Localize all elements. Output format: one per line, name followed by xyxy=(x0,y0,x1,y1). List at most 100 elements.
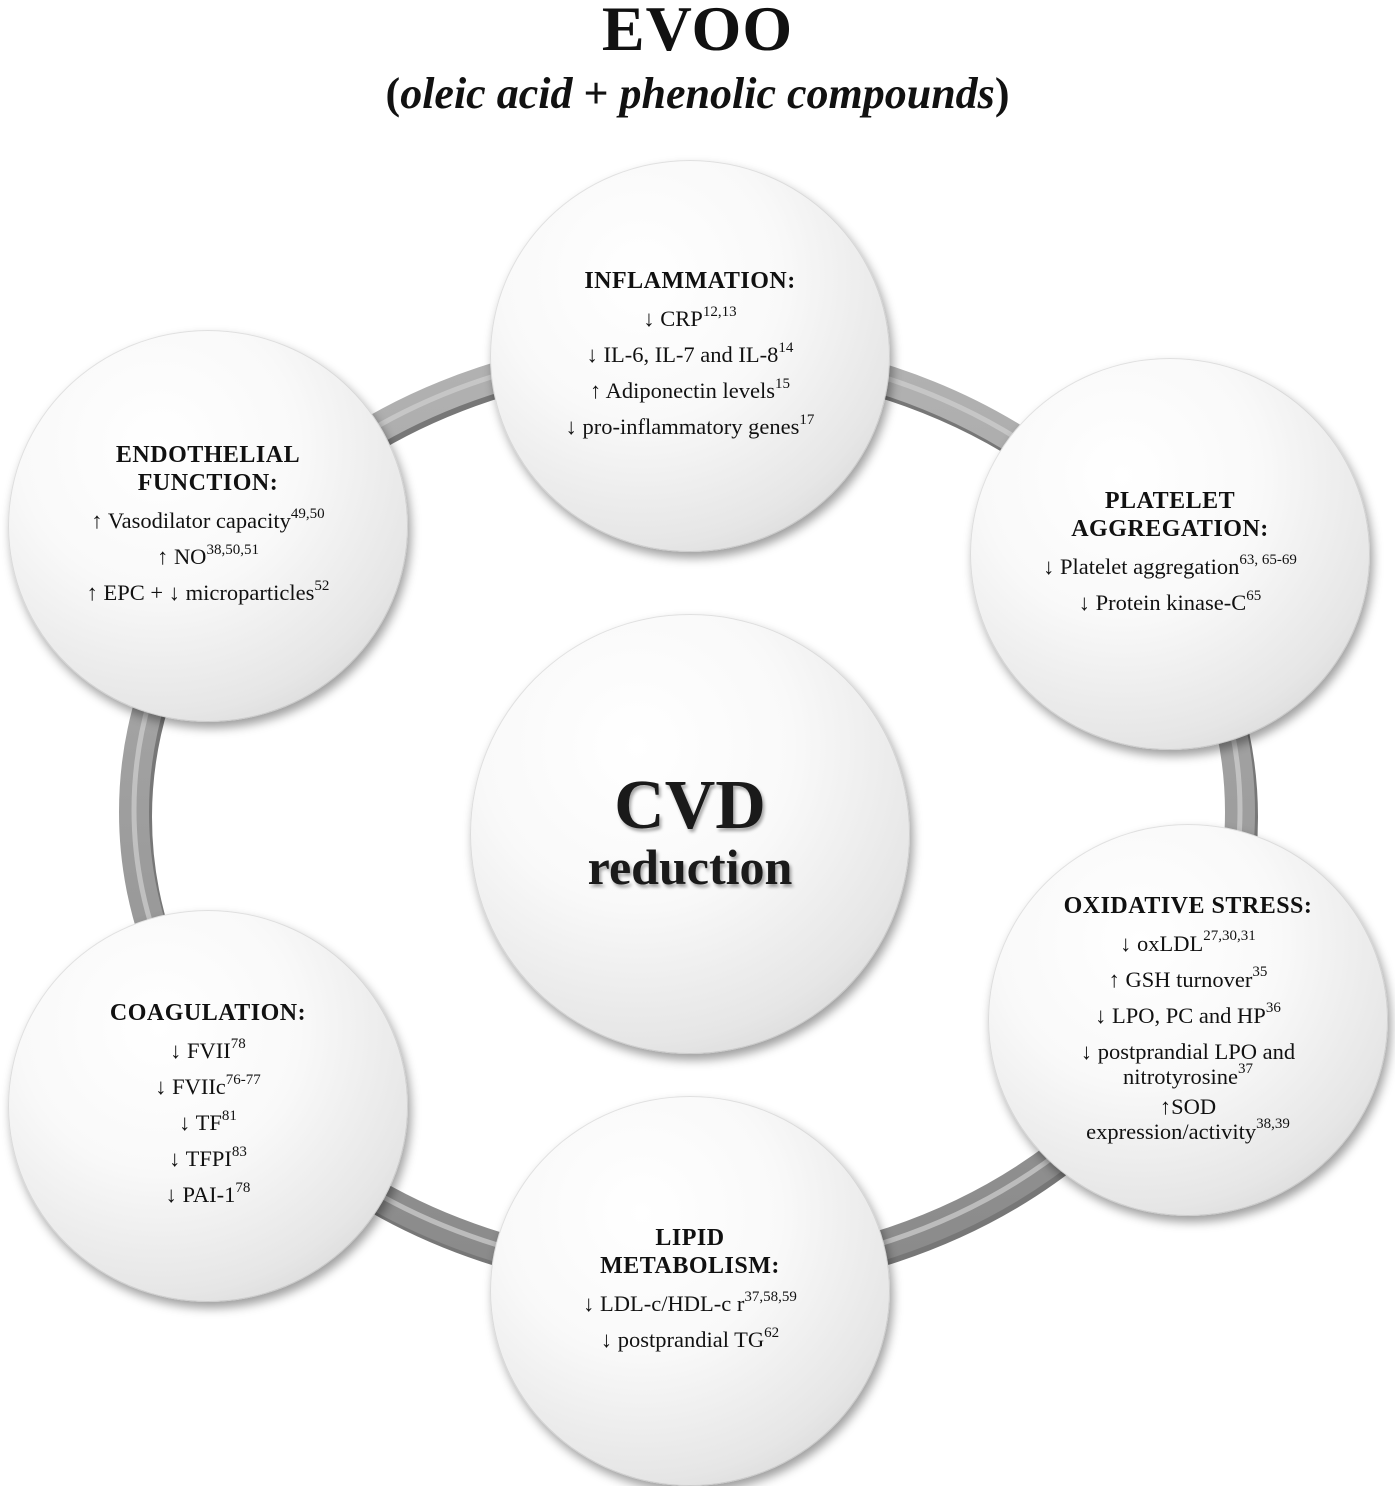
heading-line: COAGULATION: xyxy=(109,1000,307,1026)
heading-line: PLATELET xyxy=(1104,488,1236,514)
reference-superscript: 37,58,59 xyxy=(744,1288,797,1305)
item-text: ↓ LPO, PC and HP xyxy=(1095,1002,1266,1028)
list-item: ↓ IL-6, IL-7 and IL-814 xyxy=(566,337,815,373)
reference-superscript: 35 xyxy=(1252,964,1268,980)
list-item: ↓ TF81 xyxy=(110,1105,306,1141)
heading-line: OXIDATIVE STRESS: xyxy=(1063,892,1313,919)
subtitle-oleic-acid: oleic acid xyxy=(400,69,573,118)
reference-superscript: 14 xyxy=(778,339,794,356)
list-item: ↓ oxLDL27,30,31 xyxy=(1064,926,1313,962)
reference-superscript: 17 xyxy=(799,411,815,428)
reference-superscript: 27,30,31 xyxy=(1203,928,1256,944)
list-item: ↓ LDL-c/HDL-c r37,58,59 xyxy=(583,1286,797,1322)
list-item: ↓ PAI-178 xyxy=(110,1177,306,1213)
reference-superscript: 81 xyxy=(221,1107,237,1124)
heading-line: METABOLISM: xyxy=(600,1253,780,1279)
list-item: ↑ Vasodilator capacity49,50 xyxy=(87,503,330,539)
list-item: ↑ EPC + ↓ microparticles52 xyxy=(87,575,330,611)
reference-superscript: 52 xyxy=(314,577,330,594)
item-text: ↑ Vasodilator capacity xyxy=(91,508,291,533)
list-item: ↓ Protein kinase-C65 xyxy=(1043,585,1297,621)
list-item: ↓ FVIIc76-77 xyxy=(110,1069,306,1105)
reference-superscript: 37 xyxy=(1237,1061,1253,1077)
item-text: ↓ oxLDL xyxy=(1120,930,1204,956)
oxidative-content: OXIDATIVE STRESS:↓ oxLDL27,30,31↑ GSH tu… xyxy=(1064,892,1313,1149)
list-item: ↓ CRP12,13 xyxy=(566,301,815,337)
subtitle-close-paren: ) xyxy=(994,69,1010,118)
reference-superscript: 62 xyxy=(764,1324,780,1341)
reference-superscript: 63, 65-69 xyxy=(1239,551,1297,568)
heading-line: ENDOTHELIAL xyxy=(115,442,301,468)
reference-superscript: 38,39 xyxy=(1256,1116,1290,1132)
item-text-continued: nitrotyrosine xyxy=(1123,1063,1238,1089)
item-text: ↓ Protein kinase-C xyxy=(1078,590,1247,615)
heading-line: AGGREGATION: xyxy=(1071,516,1269,542)
item-text: ↓ Platelet aggregation xyxy=(1043,554,1240,579)
list-item: ↑ NO38,50,51 xyxy=(87,539,330,575)
list-item: ↑ Adiponectin levels15 xyxy=(566,373,815,409)
oxidative-heading: OXIDATIVE STRESS: xyxy=(1064,892,1313,920)
reference-superscript: 36 xyxy=(1265,1000,1281,1016)
coagulation-content: COAGULATION:↓ FVII78↓ FVIIc76-77↓ TF81↓ … xyxy=(110,999,306,1213)
heading-line: FUNCTION: xyxy=(137,470,279,496)
item-text: ↑ GSH turnover xyxy=(1108,966,1253,992)
inflammation-bubble: INFLAMMATION:↓ CRP12,13↓ IL-6, IL-7 and … xyxy=(490,160,890,552)
reference-superscript: 49,50 xyxy=(290,505,325,522)
reference-superscript: 83 xyxy=(231,1143,247,1160)
item-text: ↓ FVIIc xyxy=(155,1074,226,1099)
item-text: ↓ postprandial TG xyxy=(600,1327,765,1352)
list-item: ↓ pro-inflammatory genes17 xyxy=(566,409,815,445)
item-text: ↓ LDL-c/HDL-c r xyxy=(583,1291,745,1316)
reference-superscript: 78 xyxy=(235,1179,251,1196)
center-title: CVD xyxy=(614,767,766,844)
heading-line: LIPID xyxy=(655,1225,725,1251)
item-text-continued: expression/activity xyxy=(1086,1118,1257,1144)
item-text: ↑ NO xyxy=(157,544,207,569)
list-item: ↓ postprandial TG62 xyxy=(583,1322,797,1358)
inflammation-heading: INFLAMMATION: xyxy=(566,267,815,295)
reference-superscript: 15 xyxy=(774,375,790,392)
item-text: ↓ FVII xyxy=(170,1038,231,1063)
item-text: ↑ EPC + ↓ microparticles xyxy=(86,580,315,605)
item-text: ↓ PAI-1 xyxy=(165,1182,236,1207)
item-text: ↓ TFPI xyxy=(169,1146,232,1171)
item-text: ↓ IL-6, IL-7 and IL-8 xyxy=(586,342,779,367)
reference-superscript: 76-77 xyxy=(225,1071,261,1088)
center-subtitle: reduction xyxy=(587,839,793,895)
subtitle-phenolic-compounds: phenolic compounds xyxy=(619,69,995,118)
item-text: ↓ postprandial LPO and xyxy=(1080,1038,1296,1064)
coagulation-bubble: COAGULATION:↓ FVII78↓ FVIIc76-77↓ TF81↓ … xyxy=(8,910,408,1302)
subtitle-open-paren: ( xyxy=(385,69,401,118)
item-text: ↑ Adiponectin levels xyxy=(590,378,775,403)
item-text: ↑SOD xyxy=(1159,1093,1217,1119)
reference-superscript: 65 xyxy=(1246,587,1262,604)
list-item: ↓ TFPI83 xyxy=(110,1141,306,1177)
diagram-subtitle: (oleic acid + phenolic compounds) xyxy=(0,66,1395,122)
list-item: ↓ FVII78 xyxy=(110,1033,306,1069)
item-text: ↓ pro-inflammatory genes xyxy=(565,414,800,439)
inflammation-content: INFLAMMATION:↓ CRP12,13↓ IL-6, IL-7 and … xyxy=(566,267,815,445)
item-text: ↓ CRP xyxy=(643,306,703,331)
reference-superscript: 12,13 xyxy=(702,303,737,320)
list-item: ↓ LPO, PC and HP36 xyxy=(1064,998,1313,1034)
item-text: ↓ TF xyxy=(179,1110,222,1135)
oxidative-stress-bubble: OXIDATIVE STRESS:↓ oxLDL27,30,31↑ GSH tu… xyxy=(988,824,1388,1216)
reference-superscript: 38,50,51 xyxy=(206,541,259,558)
coagulation-heading: COAGULATION: xyxy=(110,999,306,1027)
reference-superscript: 78 xyxy=(230,1035,246,1052)
list-item: ↑ GSH turnover35 xyxy=(1064,962,1313,998)
subtitle-plus: + xyxy=(572,69,620,118)
heading-line: INFLAMMATION: xyxy=(584,268,796,294)
center-bubble: CVD reduction xyxy=(470,614,910,1054)
diagram-title: EVOO xyxy=(601,0,794,64)
